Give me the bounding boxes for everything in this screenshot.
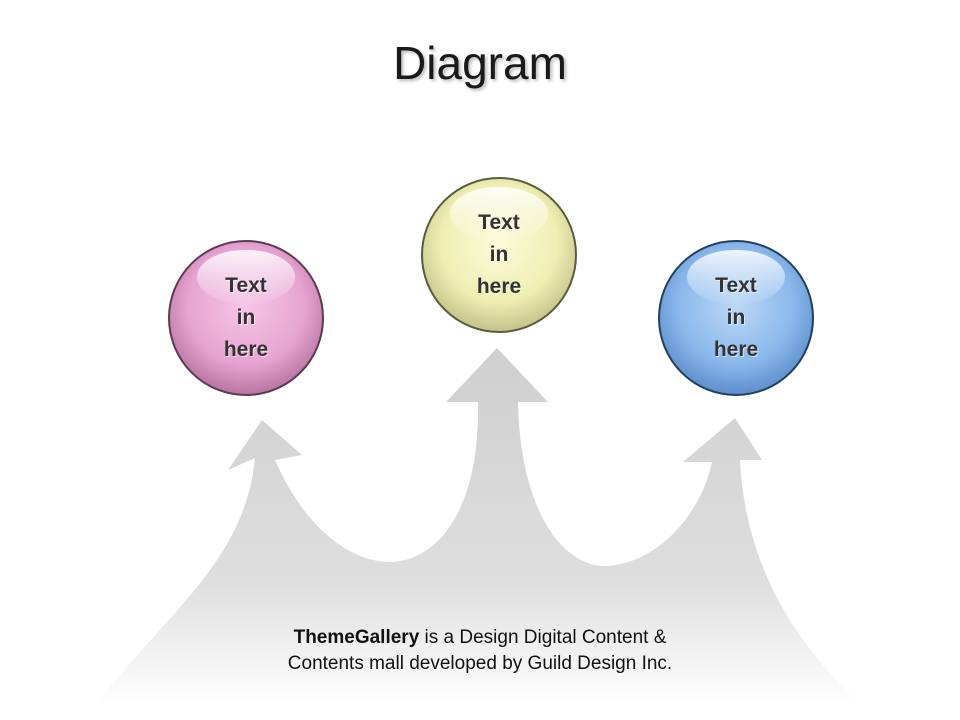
footer-brand: ThemeGallery xyxy=(293,627,420,648)
pink-orb-label: Text in here xyxy=(170,242,322,394)
pink-orb-line-2: in xyxy=(236,306,256,329)
footer-line-2: Contents mall developed by Guild Design … xyxy=(287,653,673,674)
blue-orb-line-1: Text xyxy=(715,274,757,297)
three-way-arrow-shape xyxy=(95,348,862,705)
yellow-orb-line-3: here xyxy=(476,275,522,298)
pink-orb: Text in here xyxy=(168,240,324,396)
orb-gloss xyxy=(450,186,548,242)
yellow-orb-label: Text in here xyxy=(423,179,575,331)
blue-orb-line-2: in xyxy=(726,306,746,329)
orb-gloss xyxy=(197,249,295,305)
page-title: Diagram xyxy=(393,37,567,89)
blue-orb-label: Text in here xyxy=(660,242,812,394)
footer-line-1: ThemeGallery is a Design Digital Content… xyxy=(0,625,960,651)
yellow-orb-line-2: in xyxy=(489,243,509,266)
footer-line-1-rest: is a Design Digital Content & xyxy=(419,627,667,648)
blue-orb: Text in here xyxy=(658,240,814,396)
pink-orb-line-3: here xyxy=(223,338,269,361)
blue-orb-line-3: here xyxy=(713,338,759,361)
yellow-orb: Text in here xyxy=(421,177,577,333)
pink-orb-line-1: Text xyxy=(225,274,267,297)
footer-caption: ThemeGallery is a Design Digital Content… xyxy=(0,625,960,677)
yellow-orb-line-1: Text xyxy=(478,211,520,234)
orb-gloss xyxy=(687,249,785,305)
